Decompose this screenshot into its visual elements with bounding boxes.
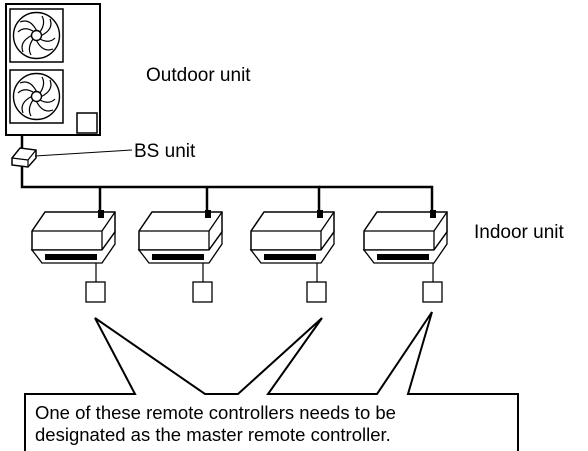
indoor-unit-label: Indoor unit (474, 222, 565, 243)
callout-bubble (24, 311, 519, 451)
remote-controller (192, 281, 213, 303)
fan-icon (9, 69, 64, 124)
remote-controller (306, 281, 327, 303)
indoor-unit (30, 210, 116, 264)
outdoor-unit-label: Outdoor unit (146, 65, 251, 86)
indoor-unit (137, 210, 223, 264)
indoor-unit (249, 210, 335, 264)
callout-text-line-1: One of these remote controllers needs to… (35, 402, 396, 423)
bs-unit-leader-line (34, 149, 133, 157)
outdoor-unit (5, 3, 101, 136)
callout-text-line-2: designated as the master remote controll… (35, 424, 391, 445)
remote-controller (422, 281, 443, 303)
remote-controller-wiring (95, 263, 434, 282)
fan-icon (9, 8, 64, 63)
indoor-unit (362, 210, 448, 264)
refrigerant-piping (20, 135, 434, 212)
bs-unit (11, 147, 37, 168)
bs-unit-label: BS unit (134, 141, 196, 162)
remote-controller (85, 281, 106, 303)
